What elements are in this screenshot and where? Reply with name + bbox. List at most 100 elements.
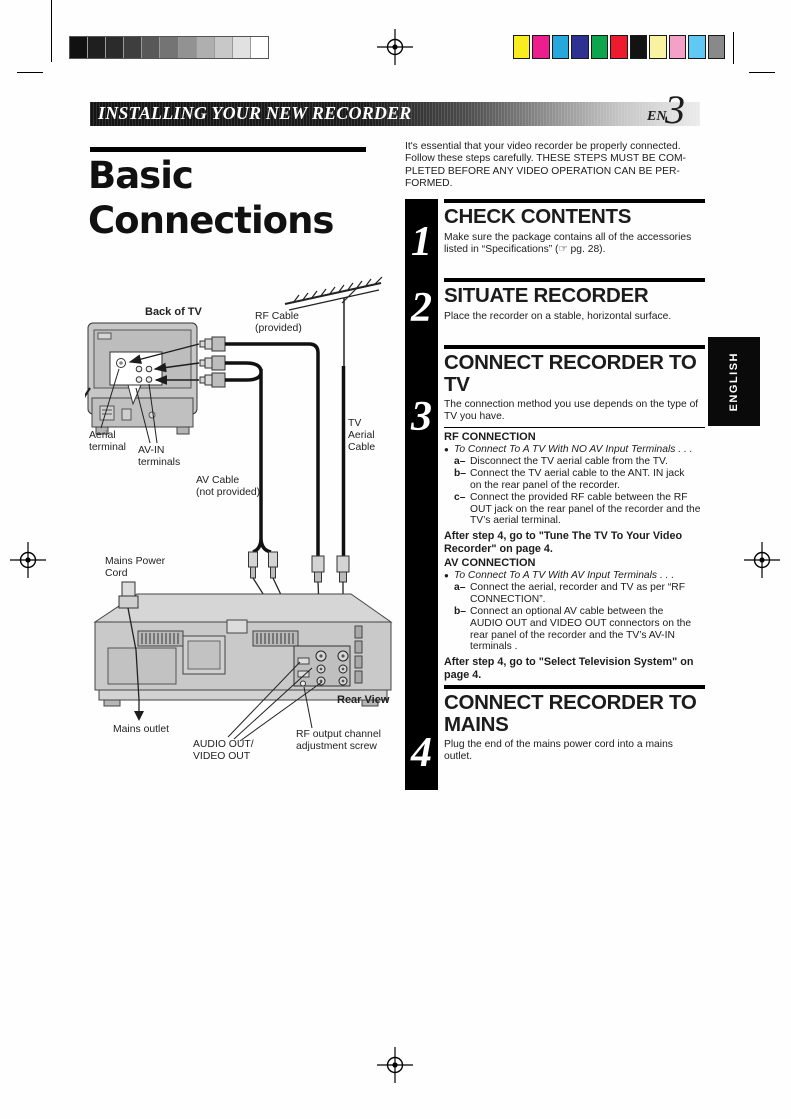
rf-adjustment-screw [300, 680, 306, 687]
calibration-swatch [160, 37, 178, 58]
calibration-swatch [196, 37, 214, 58]
label-leader-lines [100, 368, 323, 742]
intro-paragraph: It's essential that your video recorder … [405, 141, 686, 190]
label-mains-outlet: Mains outlet [113, 724, 170, 735]
calibration-swatch [649, 35, 667, 59]
color-calibration-bar [513, 35, 725, 59]
sub-rule [444, 427, 705, 429]
calibration-swatch [513, 35, 531, 59]
sub-heading: AV CONNECTION [444, 557, 536, 570]
item-label: c– [454, 491, 466, 503]
item-label: a– [454, 582, 466, 594]
bullet-line: ● To Connect To A TV With AV Input Termi… [444, 570, 705, 582]
label-back-of-tv: Back of TV [145, 306, 202, 318]
step-body: Plug the end of the mains power cord int… [444, 739, 673, 763]
step-connect-recorder-to-tv: CONNECT RECORDER TO TV The connection me… [444, 345, 705, 683]
calibration-swatch [629, 35, 648, 59]
calibration-swatch [232, 37, 250, 58]
step-rule [444, 345, 705, 349]
step-number: 3 [411, 394, 432, 440]
cable-plugs-recorder [248, 551, 350, 583]
calibration-swatch [70, 37, 88, 58]
bullet-text: To Connect To A TV With AV Input Termina… [454, 570, 675, 582]
tv-antenna-icon [284, 276, 383, 366]
language-tab-english: ENGLISH [708, 337, 760, 426]
av-connection-section: AV CONNECTION ● To Connect To A TV With … [444, 557, 705, 681]
crop-mark [749, 72, 775, 73]
title-rule [90, 147, 366, 152]
section-header-bar: INSTALLING YOUR NEW RECORDER [90, 102, 700, 126]
calibration-swatch [106, 37, 124, 58]
step-rule [444, 685, 705, 689]
after-step-note: After step 4, go to "Select Television S… [444, 656, 694, 681]
registration-mark-icon [10, 542, 46, 578]
step-rule [444, 278, 705, 282]
plug-arrows [128, 343, 200, 385]
item-text: Connect an optional AV cable between the… [470, 605, 692, 653]
label-aerial-terminal: Aerial terminal [89, 430, 126, 453]
label-av-cable: AV Cable (not provided) [196, 475, 261, 498]
step-body: The connection method you use depends on… [444, 399, 699, 423]
calibration-swatch [88, 37, 106, 58]
label-rf-cable: RF Cable (provided) [255, 311, 302, 334]
step-title: CONNECT RECORDER TO MAINS [444, 691, 697, 736]
calibration-swatch [124, 37, 142, 58]
step-connect-recorder-to-mains: CONNECT RECORDER TO MAINS Plug the end o… [444, 685, 705, 763]
connection-diagram-art [85, 276, 393, 742]
label-rear-view: Rear View [337, 694, 390, 706]
page-title: Basic Connections [88, 154, 334, 242]
list-item: a– Connect the aerial, recorder and TV a… [454, 582, 705, 606]
after-step-note: After step 4, go to "Tune The TV To Your… [444, 530, 683, 555]
step-number: 2 [411, 285, 432, 331]
crop-mark [17, 72, 43, 73]
calibration-swatch [142, 37, 160, 58]
label-audio-video-out: AUDIO OUT/ VIDEO OUT [193, 739, 254, 762]
crop-mark [51, 0, 52, 62]
calibration-swatch [214, 37, 232, 58]
mains-cord-line [127, 607, 140, 711]
item-text: Disconnect the TV aerial cable from the … [470, 456, 668, 468]
down-arrow-icon [134, 711, 144, 721]
calibration-swatch [571, 35, 589, 59]
step-title: CHECK CONTENTS [444, 205, 632, 228]
label-av-in-terminals: AV-IN terminals [138, 445, 181, 468]
crop-mark [733, 32, 734, 64]
label-rf-output-screw: RF output channel adjustment screw [296, 729, 381, 752]
recorder-rear-illustration [93, 581, 393, 707]
steps-column: CHECK CONTENTS Make sure the package con… [444, 199, 705, 790]
step-rule [444, 199, 705, 203]
calibration-swatch [551, 35, 570, 59]
language-tab-label: ENGLISH [728, 351, 740, 412]
cable-plugs-tv [199, 336, 226, 388]
language-code: EN [647, 109, 667, 124]
bullet-icon: ● [444, 571, 449, 581]
calibration-swatch [250, 37, 269, 58]
bullet-icon: ● [444, 445, 449, 455]
step-body: Make sure the package contains all of th… [444, 231, 692, 255]
step-situate-recorder: SITUATE RECORDER Place the recorder on a… [444, 278, 705, 323]
grayscale-calibration-bar [69, 36, 269, 59]
registration-mark-icon [377, 29, 413, 65]
label-mains-power-cord: Mains Power Cord [105, 556, 166, 579]
item-text: Connect the provided RF cable between th… [470, 491, 701, 527]
step-number-bar: 1 2 3 4 [405, 199, 438, 790]
tv-back-illustration [85, 322, 198, 435]
list-item: c– Connect the provided RF cable between… [454, 492, 705, 527]
calibration-swatch [590, 35, 609, 59]
step-title: CONNECT RECORDER TO TV [444, 351, 697, 396]
step-title: SITUATE RECORDER [444, 284, 649, 307]
item-label: b– [454, 605, 467, 617]
rf-connection-section: RF CONNECTION ● To Connect To A TV With … [444, 431, 705, 555]
registration-mark-icon [744, 542, 780, 578]
sub-heading: RF CONNECTION [444, 431, 536, 444]
connection-diagram: Back of TV RF Cable (provided) TV Aerial… [85, 275, 400, 795]
av-in-jacks [135, 365, 153, 383]
bullet-line: ● To Connect To A TV With NO AV Input Te… [444, 444, 705, 456]
calibration-swatch [668, 35, 687, 59]
rf-cable-line [225, 342, 320, 556]
list-item: a– Disconnect the TV aerial cable from t… [454, 456, 705, 468]
list-item: b– Connect the TV aerial cable to the AN… [454, 468, 705, 492]
step-body: Place the recorder on a stable, horizont… [444, 310, 672, 322]
bullet-text: To Connect To A TV With NO AV Input Term… [454, 444, 693, 456]
page-number: 3 [665, 87, 685, 132]
